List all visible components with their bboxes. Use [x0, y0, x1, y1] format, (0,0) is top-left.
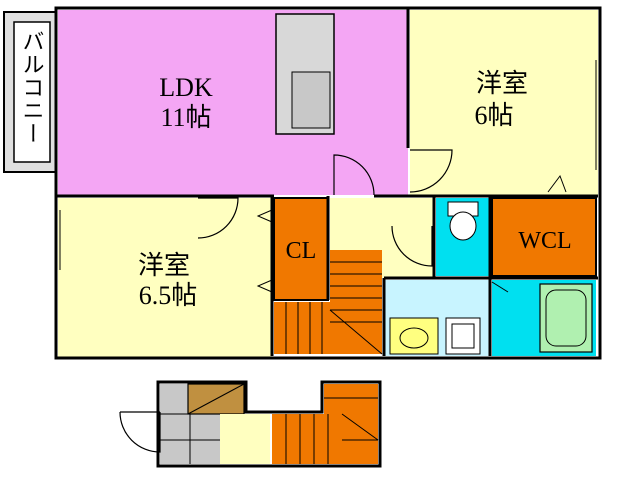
wcl-name: WCL [518, 228, 571, 254]
wash-room [384, 280, 490, 356]
toilet-room [436, 198, 490, 276]
wcl-floor [491, 197, 597, 277]
cl-closet: CL [273, 197, 329, 301]
entrance-hall [220, 414, 270, 464]
wcl-closet: WCL [491, 197, 597, 277]
stairs-upper-right [330, 250, 382, 354]
washing-machine-lid [451, 323, 475, 349]
balcony-label: バルコニー [20, 30, 45, 145]
ldk-size: 11帖 [160, 103, 211, 132]
stairs-upper-left [274, 302, 330, 354]
door-swing-icon [333, 154, 375, 196]
toilet-icon [449, 211, 477, 241]
ldk-floor [58, 10, 408, 195]
ldk-room: LDK 11帖 [58, 10, 408, 196]
western-b-name: 洋室 [138, 251, 190, 280]
shoe-cabinet-mark [187, 383, 245, 415]
kitchen-sink-icon [291, 71, 331, 129]
bathtub-inner [545, 289, 587, 347]
lower-walls [156, 380, 382, 468]
western-b-floor [58, 198, 272, 358]
western-b-size: 6.5帖 [139, 281, 198, 310]
balcony-inner [13, 21, 51, 163]
staircase-icon [274, 250, 383, 355]
washing-machine-icon [445, 317, 481, 355]
bath-room [491, 280, 596, 356]
western-a-size: 6帖 [474, 101, 513, 130]
closet-door-icon [547, 174, 567, 193]
door-swing-icon [197, 197, 239, 239]
entrance-level [119, 380, 382, 468]
cl-name: CL [286, 238, 317, 264]
door-swing-icon [391, 225, 433, 267]
western-room-a: 洋室 6帖 [409, 10, 598, 195]
basin-bowl [399, 327, 429, 349]
stairs-lower-top [324, 384, 378, 414]
stairs-lower [272, 414, 378, 464]
western-room-b: 洋室 6.5帖 [58, 197, 273, 358]
door-swing-icon [491, 281, 509, 293]
ldk-name: LDK [159, 73, 213, 102]
western-a-name: 洋室 [476, 69, 528, 98]
closet-door-icon [256, 209, 273, 223]
balcony: バルコニー [3, 11, 57, 173]
door-swing-icon [119, 411, 161, 453]
western-a-floor [410, 10, 598, 195]
door-swing-icon [409, 149, 453, 193]
closet-door-icon [256, 279, 273, 293]
upper-walls [54, 6, 602, 360]
